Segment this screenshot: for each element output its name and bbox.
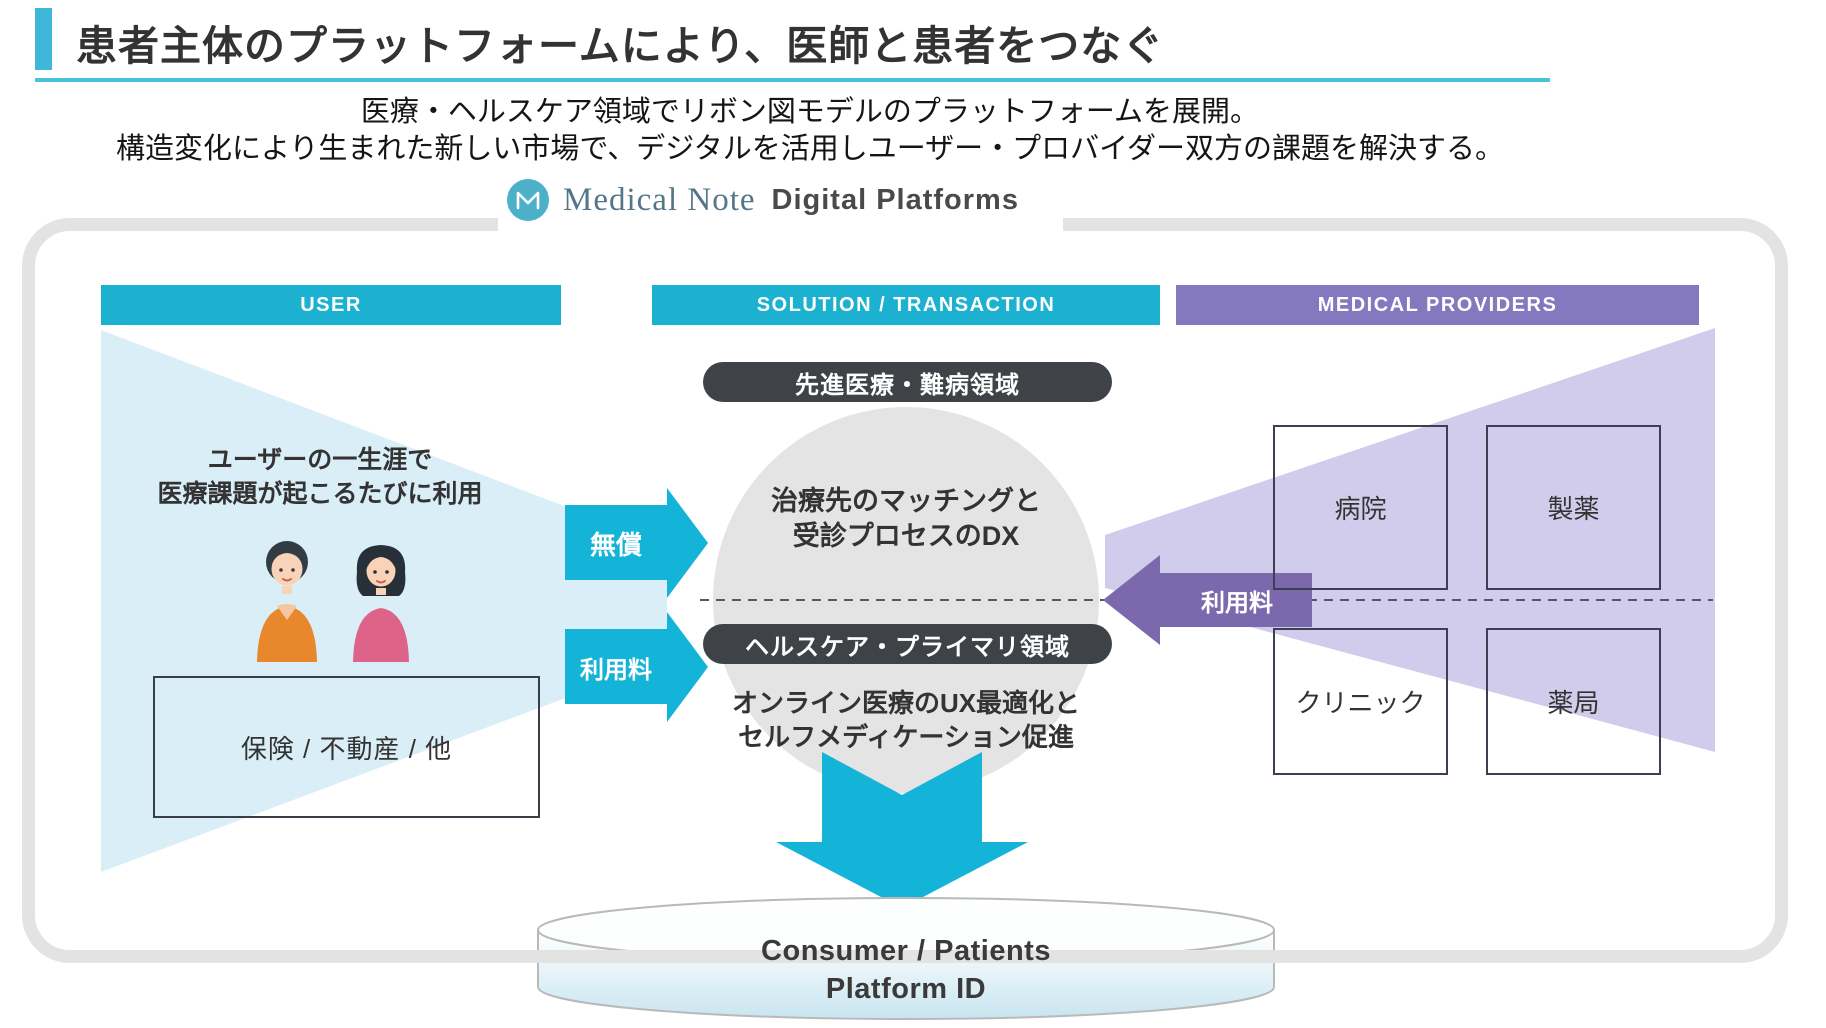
subtitle: 医療・ヘルスケア領域でリボン図モデルのプラットフォームを展開。 構造変化により生… <box>0 94 1620 168</box>
provider-box-hospital-label: 病院 <box>1334 494 1387 524</box>
title-accent-bar <box>35 8 52 70</box>
free-arrow-label: 無償 <box>589 529 642 560</box>
provider-fee-arrow <box>1103 555 1312 645</box>
medical-note-logo: Medical Note Digital Platforms <box>505 174 1019 226</box>
provider-box-clinic-label: クリニック <box>1295 688 1426 718</box>
logo-background <box>498 170 1063 232</box>
user-adjacent-services-box: 保険 / 不動産 / 他 <box>153 676 540 818</box>
solution-lower-line1: オンライン医療のUX最適化と <box>731 688 1081 718</box>
provider-box-pharma-label: 製薬 <box>1547 494 1600 524</box>
user-fee-arrow <box>565 612 708 722</box>
platform-id-line2: Platform ID <box>825 973 987 1005</box>
user-description: ユーザーの一生涯で 医療課題が起こるたびに利用 <box>120 443 520 511</box>
provider-box-pharmacy-label: 薬局 <box>1547 688 1600 718</box>
medical-note-mark-icon <box>507 179 549 221</box>
subtitle-line2: 構造変化により生まれた新しい市場で、デジタルを活用しユーザー・プロバイダー双方の… <box>116 133 1504 165</box>
user-fee-arrow-label: 利用料 <box>580 656 652 684</box>
platform-down-arrow <box>776 752 1028 908</box>
user-funnel-shape <box>101 330 667 872</box>
solution-upper-line1: 治療先のマッチングと <box>771 486 1041 516</box>
healthcare-primary-pill: ヘルスケア・プライマリ領域 <box>703 624 1112 664</box>
logo-suffix-text: Digital Platforms <box>771 183 1019 216</box>
platform-id-label: Consumer / Patients Platform ID <box>606 932 1206 1008</box>
header-medical-providers: MEDICAL PROVIDERS <box>1176 285 1699 325</box>
title-underline <box>35 78 1550 82</box>
page-title: 患者主体のプラットフォームにより、医師と患者をつなぐ <box>76 23 1165 69</box>
header-user: USER <box>101 285 561 325</box>
solution-upper-text: 治療先のマッチングと 受診プロセスのDX <box>706 484 1106 554</box>
user-description-line2: 医療課題が起こるたびに利用 <box>157 480 483 508</box>
solution-upper-line2: 受診プロセスのDX <box>792 521 1020 551</box>
subtitle-line1: 医療・ヘルスケア領域でリボン図モデルのプラットフォームを展開。 <box>360 96 1260 128</box>
provider-box-pharma: 製薬 <box>1486 425 1661 590</box>
logo-brand-text: Medical Note <box>563 181 756 218</box>
header-solution-transaction: SOLUTION / TRANSACTION <box>652 285 1160 325</box>
free-arrow <box>565 488 708 598</box>
user-description-line1: ユーザーの一生涯で <box>207 446 433 474</box>
man-icon <box>257 541 317 662</box>
provider-box-pharmacy: 薬局 <box>1486 628 1661 775</box>
provider-fee-arrow-label: 利用料 <box>1201 589 1273 617</box>
woman-icon <box>353 545 409 662</box>
solution-circle <box>713 407 1099 793</box>
solution-lower-text: オンライン医療のUX最適化と セルフメディケーション促進 <box>681 686 1131 754</box>
users-people-icon <box>257 541 409 662</box>
provider-box-hospital: 病院 <box>1273 425 1448 590</box>
user-adjacent-services-label: 保険 / 不動産 / 他 <box>240 733 453 764</box>
advanced-medicine-pill: 先進医療・難病領域 <box>703 362 1112 402</box>
platform-id-line1: Consumer / Patients <box>761 935 1051 967</box>
provider-box-clinic: クリニック <box>1273 628 1448 775</box>
providers-funnel-shape <box>1105 328 1715 752</box>
solution-lower-line2: セルフメディケーション促進 <box>738 722 1074 752</box>
